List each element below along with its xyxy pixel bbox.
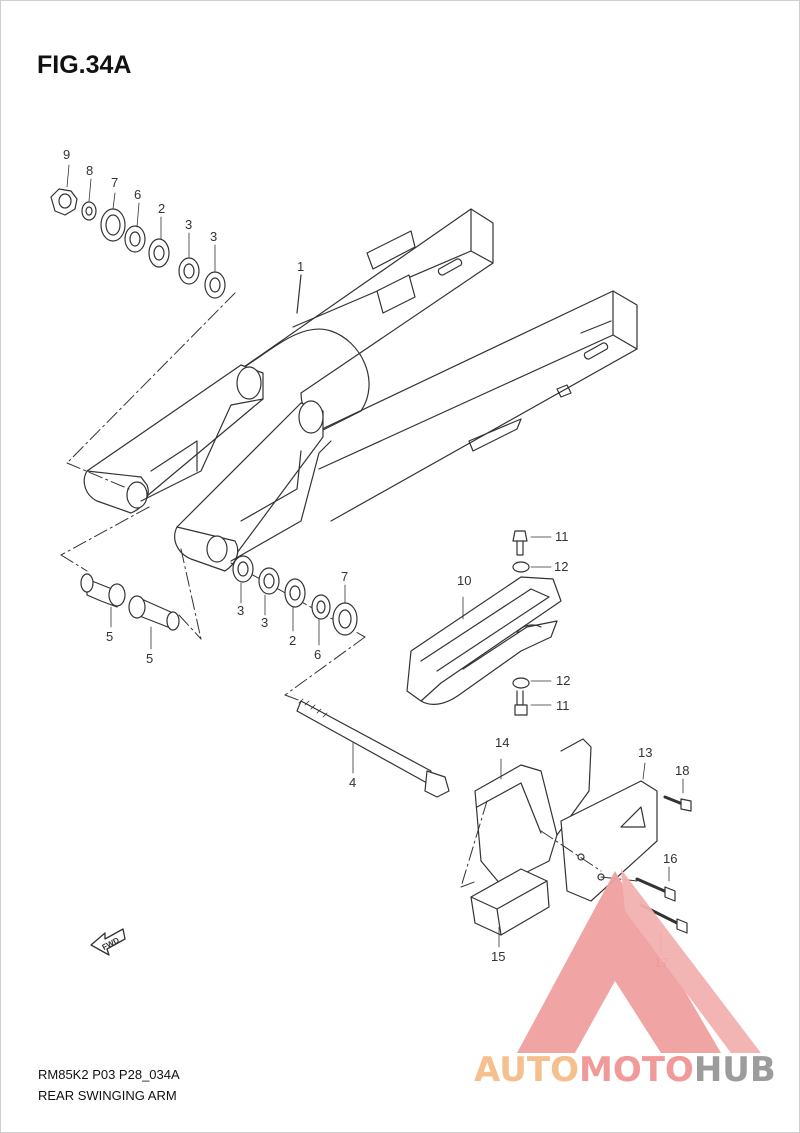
washer-6b[interactable] — [311, 594, 331, 646]
callout-1: 1 — [297, 259, 304, 274]
bolt-18[interactable] — [663, 778, 692, 812]
watermark-logo — [517, 869, 761, 1053]
callout-2: 2 — [289, 633, 296, 648]
washer-12a[interactable] — [512, 561, 552, 573]
chain-guide-14[interactable] — [474, 738, 592, 886]
bolt-11b[interactable] — [514, 690, 552, 716]
callout-6: 6 — [314, 647, 321, 662]
watermark-moto: MOTO — [578, 1050, 694, 1090]
bolt-16[interactable] — [635, 866, 676, 902]
chain-guide-15[interactable] — [470, 868, 550, 948]
sleeve-5b[interactable] — [128, 595, 180, 650]
callout-18: 18 — [675, 763, 689, 778]
watermark-auto: AUTO — [474, 1050, 579, 1090]
washer-8[interactable] — [81, 178, 97, 221]
bearing-3a[interactable] — [178, 232, 200, 285]
washer-12b[interactable] — [512, 677, 552, 689]
figure-code: RM85K2 P03 P28_034A — [38, 1067, 180, 1082]
sleeve-5a[interactable] — [80, 573, 126, 628]
collar-7b[interactable] — [332, 584, 358, 636]
bearing-3c[interactable] — [232, 555, 254, 604]
callout-11: 11 — [555, 529, 569, 544]
callout-2: 2 — [158, 201, 165, 216]
nut-9[interactable] — [50, 164, 78, 216]
oil-seal-2b[interactable] — [284, 578, 306, 632]
callout-7: 7 — [111, 175, 118, 190]
callout-5: 5 — [146, 651, 153, 666]
callout-3: 3 — [261, 615, 268, 630]
callout-5: 5 — [106, 629, 113, 644]
callout-6: 6 — [134, 187, 141, 202]
callout-13: 13 — [638, 745, 652, 760]
washer-6[interactable] — [124, 202, 146, 253]
callout-3: 3 — [185, 217, 192, 232]
callout-4: 4 — [349, 775, 356, 790]
figure-name: REAR SWINGING ARM — [38, 1088, 177, 1103]
collar-7[interactable] — [100, 192, 126, 242]
chain-buffer-10[interactable] — [406, 576, 562, 705]
callout-10: 10 — [457, 573, 471, 588]
callout-14: 14 — [495, 735, 509, 750]
watermark-hub: HUB — [693, 1050, 776, 1090]
forward-arrow-icon — [90, 928, 126, 956]
swing-arm[interactable] — [83, 208, 638, 572]
callout-16: 16 — [663, 851, 677, 866]
bolt-11a[interactable] — [512, 530, 552, 556]
callout-12: 12 — [556, 673, 570, 688]
figure-title: FIG.34A — [37, 51, 132, 79]
pivot-shaft-4[interactable] — [296, 698, 450, 798]
callout-8: 8 — [86, 163, 93, 178]
callout-12: 12 — [554, 559, 568, 574]
bearing-3d[interactable] — [258, 567, 280, 616]
callout-15: 15 — [491, 949, 505, 964]
chain-guide-plate-13[interactable] — [560, 762, 658, 902]
callout-7: 7 — [341, 569, 348, 584]
bearing-3b[interactable] — [204, 244, 226, 299]
callout-3: 3 — [210, 229, 217, 244]
oil-seal-2[interactable] — [148, 216, 170, 268]
callout-3: 3 — [237, 603, 244, 618]
callout-11: 11 — [556, 698, 570, 713]
watermark-wordmark: AUTOMOTOHUB — [474, 1050, 776, 1090]
callout-9: 9 — [63, 147, 70, 162]
